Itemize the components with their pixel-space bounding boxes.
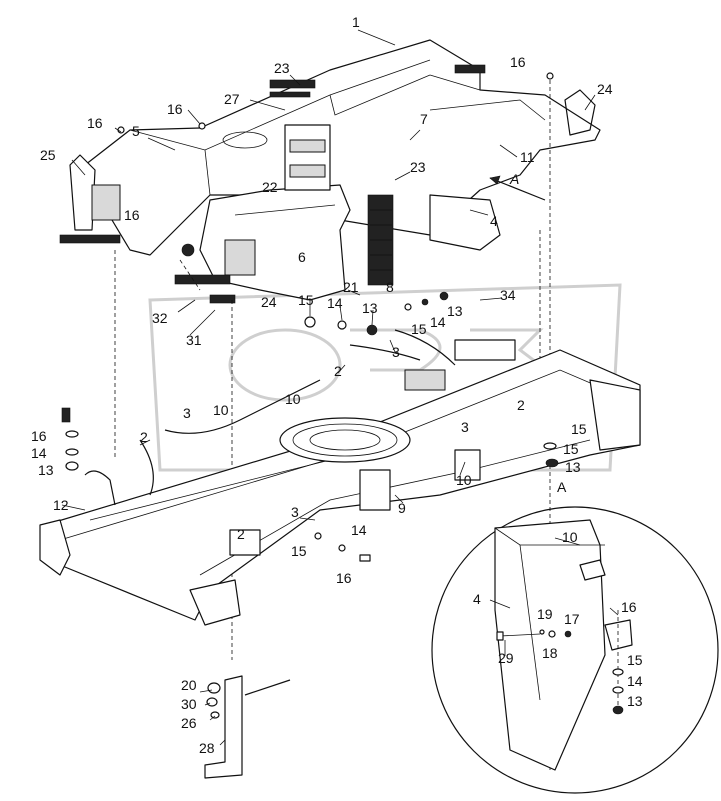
callout-label: 2 bbox=[237, 526, 245, 542]
callout-label: 3 bbox=[291, 504, 299, 520]
callout-label: 3 bbox=[461, 419, 469, 435]
callout-label: 4 bbox=[473, 591, 481, 607]
callout-label: 18 bbox=[542, 645, 558, 661]
callout-label: 6 bbox=[298, 249, 306, 265]
callout-label: 16 bbox=[336, 570, 352, 586]
callout-label: 31 bbox=[186, 332, 202, 348]
fastener-markers bbox=[61, 72, 559, 562]
direction-arrow bbox=[489, 175, 546, 201]
callout-label: 32 bbox=[152, 310, 168, 326]
callout-label: 10 bbox=[456, 472, 472, 488]
upper-body-shell bbox=[69, 39, 601, 301]
callout-label: 20 bbox=[181, 677, 197, 693]
callout-label: 2 bbox=[140, 429, 148, 445]
callout-label: 7 bbox=[420, 111, 428, 127]
callout-label: 28 bbox=[199, 740, 215, 756]
callout-label: 27 bbox=[224, 91, 240, 107]
callout-label: 2 bbox=[334, 363, 342, 379]
callout-label: 3 bbox=[392, 344, 400, 360]
callout-label: 13 bbox=[38, 462, 54, 478]
callout-label: 15 bbox=[571, 421, 587, 437]
callout-label: 29 bbox=[498, 650, 514, 666]
callout-label: 19 bbox=[537, 606, 553, 622]
callout-label: 24 bbox=[261, 294, 277, 310]
callout-label: 30 bbox=[181, 696, 197, 712]
callout-label: 14 bbox=[31, 445, 47, 461]
callout-label: 26 bbox=[181, 715, 197, 731]
callout-label: 5 bbox=[132, 123, 140, 139]
callout-label: 14 bbox=[430, 314, 446, 330]
callout-label: 14 bbox=[627, 673, 643, 689]
callout-label: 16 bbox=[167, 101, 183, 117]
callout-label: 9 bbox=[398, 500, 406, 516]
callout-label: 16 bbox=[87, 115, 103, 131]
callout-label: 12 bbox=[53, 497, 69, 513]
leader-lines bbox=[61, 29, 619, 746]
callout-label: 13 bbox=[627, 693, 643, 709]
callout-label: 16 bbox=[31, 428, 47, 444]
callout-label: 13 bbox=[565, 459, 581, 475]
callout-label: 24 bbox=[597, 81, 613, 97]
callout-label: 13 bbox=[447, 303, 463, 319]
callout-label: 15 bbox=[411, 321, 427, 337]
callout-label: 3 bbox=[183, 405, 191, 421]
callout-label: 8 bbox=[386, 279, 394, 295]
detail-view-circle bbox=[431, 506, 719, 794]
callout-labels: 1 23 16 24 27 16 5 7 11 25 23 22 16 4 16… bbox=[31, 14, 643, 756]
hanger-bracket bbox=[204, 675, 291, 779]
callout-label: 4 bbox=[490, 213, 498, 229]
callout-label: 21 bbox=[343, 279, 359, 295]
callout-label: 15 bbox=[298, 292, 314, 308]
callout-label: 16 bbox=[510, 54, 526, 70]
step-assemblies bbox=[59, 64, 486, 304]
callout-label: 2 bbox=[517, 397, 525, 413]
detail-view-label: A bbox=[557, 479, 567, 495]
callout-label: 1 bbox=[352, 14, 360, 30]
callout-label: 10 bbox=[562, 529, 578, 545]
callout-label: 15 bbox=[627, 652, 643, 668]
callout-label: 11 bbox=[520, 149, 535, 165]
callout-label: 15 bbox=[291, 543, 307, 559]
callout-label: 25 bbox=[40, 147, 56, 163]
callout-label: 34 bbox=[500, 287, 516, 303]
chassis-frame bbox=[39, 329, 641, 626]
callout-label: 23 bbox=[410, 159, 426, 175]
callout-label: 10 bbox=[213, 402, 229, 418]
callout-label: 14 bbox=[351, 522, 367, 538]
callout-label: 13 bbox=[362, 300, 378, 316]
callout-label: 22 bbox=[262, 179, 278, 195]
callout-label: 16 bbox=[124, 207, 140, 223]
callout-label: 16 bbox=[621, 599, 637, 615]
callout-label: 15 bbox=[563, 441, 579, 457]
callout-label: 14 bbox=[327, 295, 343, 311]
callout-label: 17 bbox=[564, 611, 580, 627]
direction-arrow-label: A bbox=[509, 171, 519, 187]
callout-label: 10 bbox=[285, 391, 301, 407]
callout-label: 23 bbox=[274, 60, 290, 76]
